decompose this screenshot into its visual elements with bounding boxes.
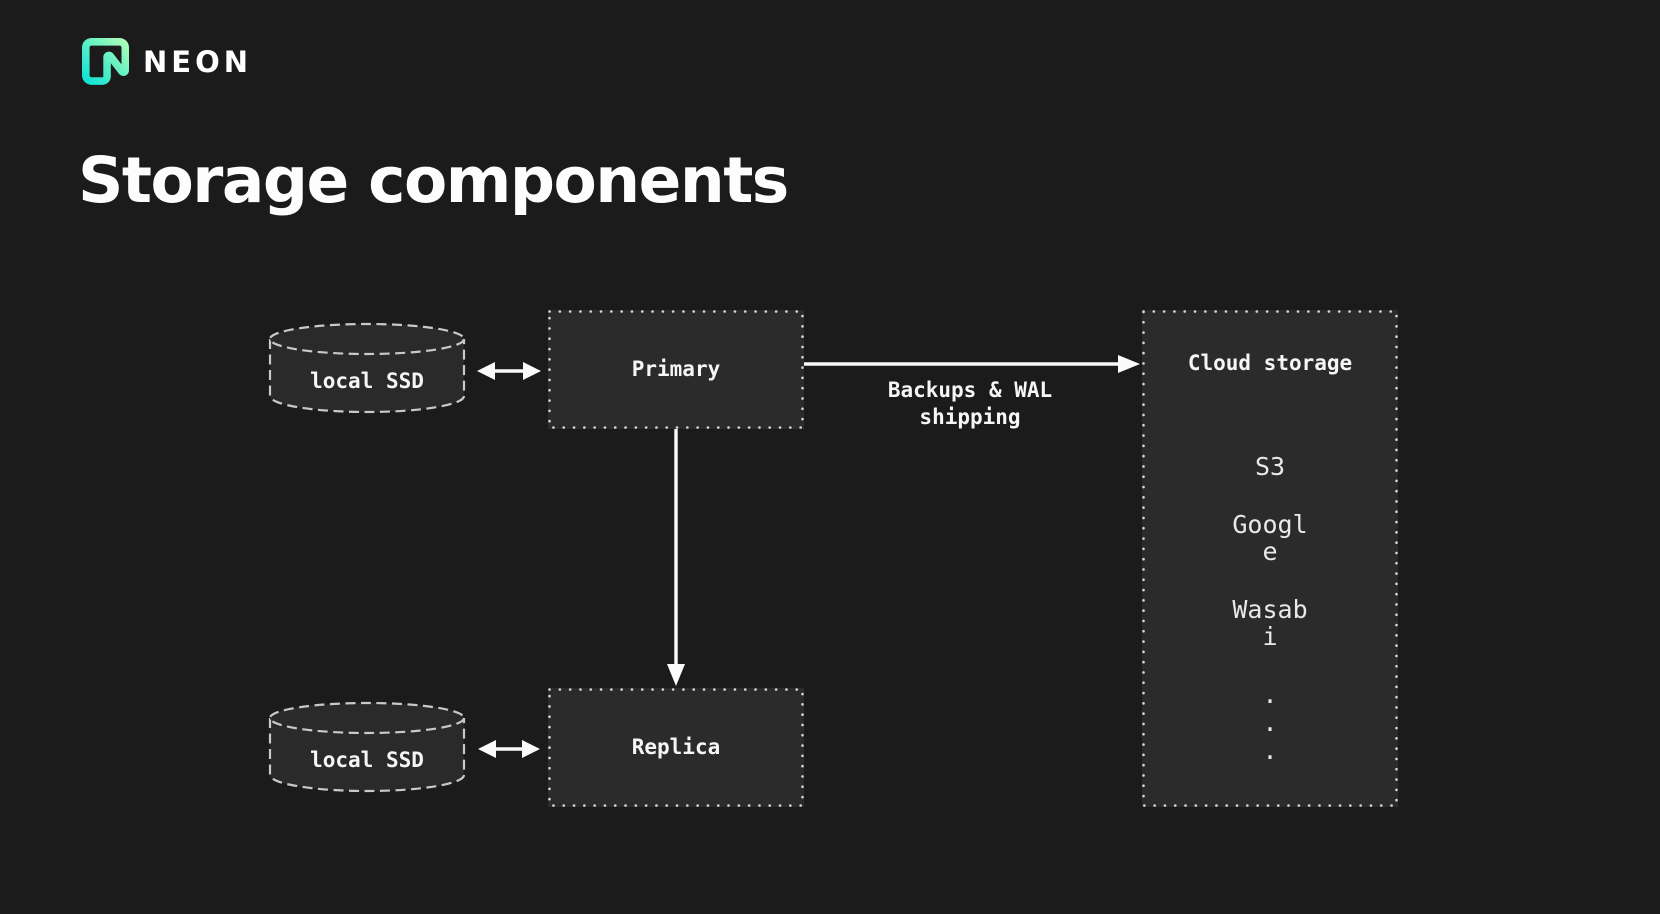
ellipsis-dot: . [1262, 708, 1278, 737]
ellipsis-dot: . [1262, 736, 1278, 765]
cloud-provider-list: S3 Google Wasabi . . . [1230, 453, 1310, 765]
node-label: local SSD [310, 748, 424, 772]
node-label: local SSD [310, 369, 424, 393]
brand: NEON [82, 38, 252, 85]
node-local-ssd-top: local SSD [268, 322, 466, 414]
node-primary: Primary [548, 310, 804, 429]
arrow-ssd-primary [477, 362, 541, 380]
cloud-provider-wasabi: Wasabi [1232, 595, 1308, 651]
cylinder-shape [268, 322, 466, 414]
ellipsis-dot: . [1262, 680, 1278, 709]
edge-label-backups-wal: Backups & WAL shipping [887, 378, 1053, 429]
node-cloud-storage: Cloud storage S3 Google Wasabi . . . [1142, 310, 1398, 807]
arrow-primary-to-cloud [804, 355, 1140, 373]
dotted-border [1142, 310, 1398, 807]
node-label: Primary [631, 357, 721, 381]
neon-logo-icon [82, 38, 129, 85]
cloud-provider-google: Google [1232, 510, 1308, 566]
node-label: Replica [631, 735, 721, 759]
node-local-ssd-bottom: local SSD [268, 701, 466, 793]
arrow-primary-to-replica [667, 429, 685, 686]
ellipsis-dots: . . . [1230, 681, 1310, 765]
dotted-border [548, 310, 804, 429]
brand-wordmark: NEON [143, 45, 253, 79]
node-label: Cloud storage [1187, 351, 1353, 375]
dotted-border [548, 688, 804, 807]
page-title: Storage components [78, 144, 789, 217]
cloud-provider-s3: S3 [1254, 452, 1286, 481]
node-replica: Replica [548, 688, 804, 807]
cylinder-shape [268, 701, 466, 793]
arrow-ssd-replica [478, 740, 540, 758]
